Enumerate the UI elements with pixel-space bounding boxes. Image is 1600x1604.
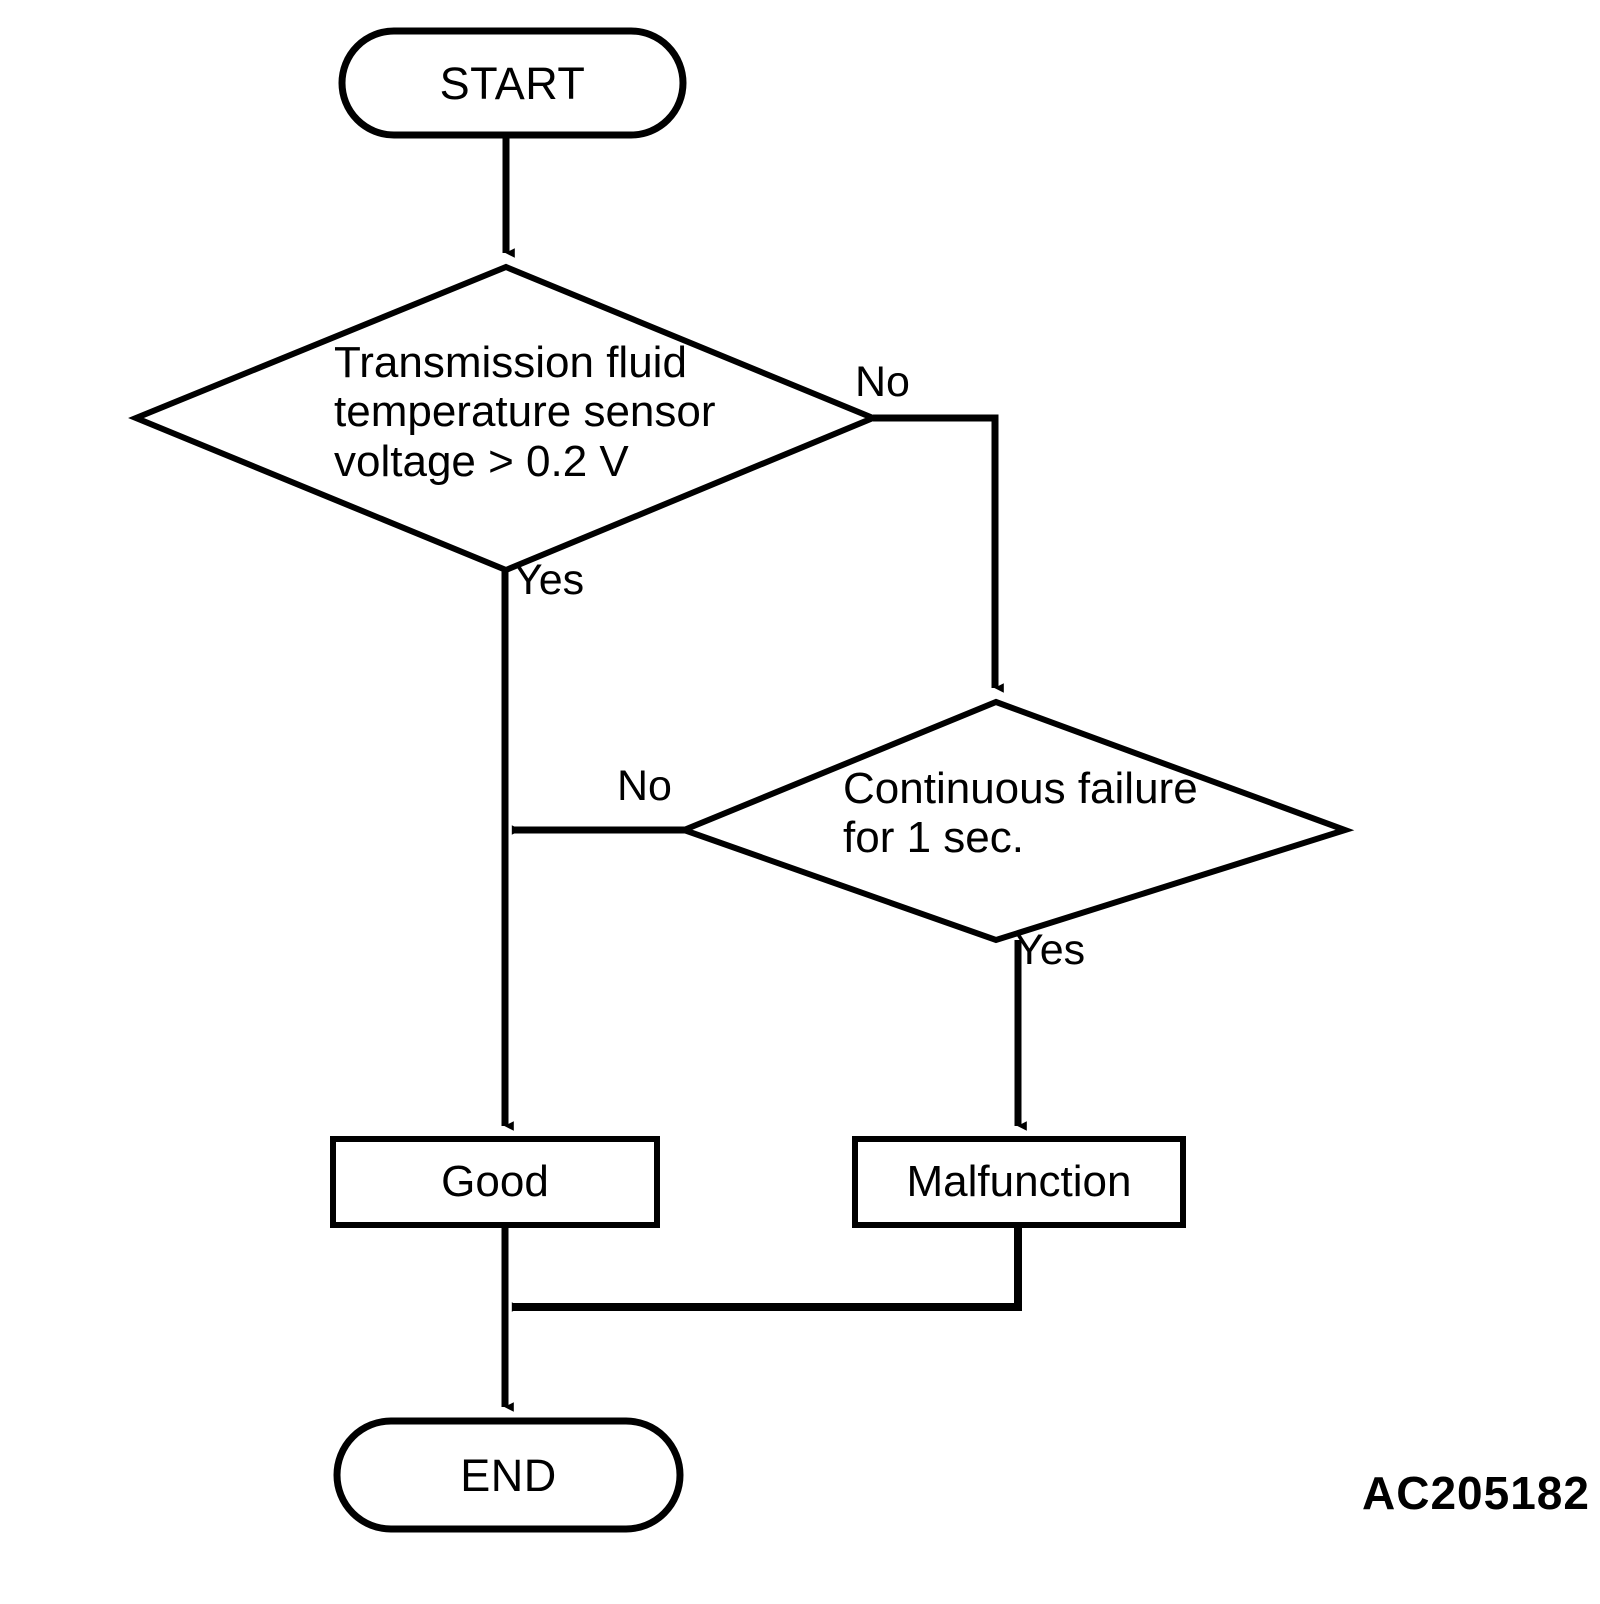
start-terminator-label: START xyxy=(439,58,586,109)
figure-reference-code: AC205182 xyxy=(1362,1467,1590,1519)
decision1-no-label: No xyxy=(855,358,910,406)
end-terminator-label: END xyxy=(460,1450,557,1501)
decision1-label: Transmission fluid temperature sensor vo… xyxy=(334,338,716,486)
decision2-shape xyxy=(675,698,1355,944)
good-process-shape xyxy=(330,1136,660,1228)
malfunction-process-shape xyxy=(852,1136,1186,1228)
edge-malfunction-to-merge xyxy=(511,1225,1022,1312)
decision2-yes-label: Yes xyxy=(1015,926,1086,974)
end-terminator-shape xyxy=(333,1417,684,1533)
malfunction-process-label: Malfunction xyxy=(906,1157,1132,1206)
decision2-no-label: No xyxy=(617,762,672,810)
decision1-yes-label: Yes xyxy=(514,556,585,604)
decision2-label: Continuous failure for 1 sec. xyxy=(843,764,1198,863)
edge-decision1-no xyxy=(873,414,1004,693)
start-terminator-shape xyxy=(338,27,687,139)
good-process-label: Good xyxy=(441,1157,549,1206)
